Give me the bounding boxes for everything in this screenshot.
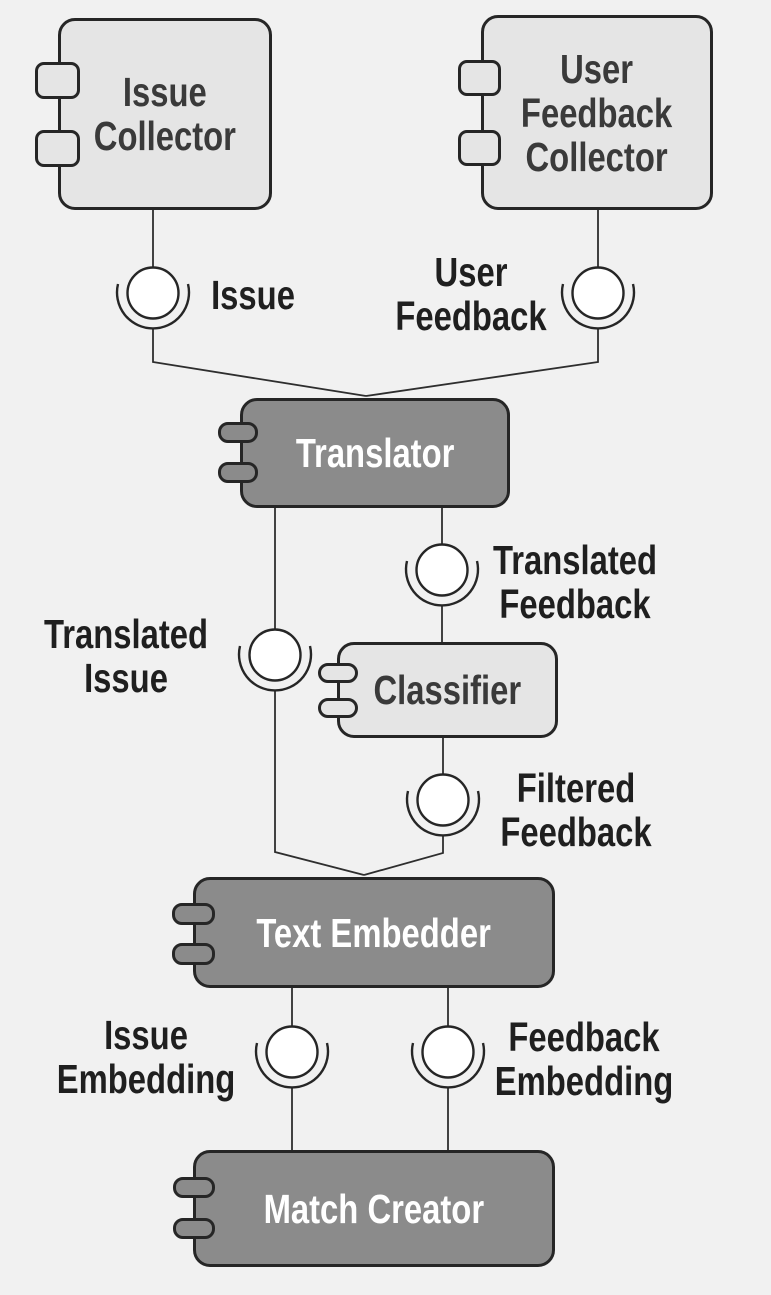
- wire-user-feedback-to-translator: [365, 329, 599, 397]
- match-creator-port-2: [173, 1218, 215, 1239]
- filtered-feedback-interface-socket-icon: [405, 790, 481, 837]
- issue-interface-ball-icon: [126, 266, 180, 320]
- component-issue-collector: Issue Collector: [58, 18, 272, 210]
- filtered-feedback-interface-ball-icon: [416, 773, 470, 827]
- classifier-port-2: [318, 698, 358, 718]
- feedback-embedding-interface-ball-icon: [421, 1025, 475, 1079]
- component-user-feedback-collector-label: User Feedback Collector: [521, 45, 673, 180]
- component-translator: Translator: [240, 398, 510, 508]
- issue-embedding-interface-socket-icon: [254, 1042, 330, 1089]
- text-embedder-port-1: [172, 903, 215, 925]
- user-feedback-interface-socket-icon: [560, 283, 636, 330]
- wire-issue-to-translator: [152, 329, 367, 397]
- component-match-creator: Match Creator: [193, 1150, 555, 1267]
- feedback-embedding-interface-socket-icon: [410, 1042, 486, 1089]
- interface-label-user-feedback: User Feedback: [395, 249, 547, 339]
- text-embedder-port-2: [172, 943, 215, 965]
- translator-port-1: [218, 422, 258, 443]
- interface-label-translated-feedback: Translated Feedback: [492, 537, 658, 627]
- interface-label-issue: Issue: [211, 272, 295, 318]
- translated-feedback-interface-ball-icon: [415, 543, 469, 597]
- translated-issue-interface-ball-icon: [248, 628, 302, 682]
- component-text-embedder-label: Text Embedder: [256, 909, 492, 956]
- user-feedback-interface-ball-icon: [571, 266, 625, 320]
- user-feedback-collector-port-2: [458, 130, 501, 166]
- interface-label-translated-issue: Translated Issue: [43, 611, 209, 701]
- component-classifier: Classifier: [337, 642, 558, 738]
- wire-translated-issue-to-text-embedder: [274, 691, 365, 876]
- issue-collector-port-2: [35, 130, 80, 167]
- component-classifier-label: Classifier: [373, 667, 522, 713]
- wire-filtered-feedback-to-text-embedder: [363, 836, 444, 876]
- classifier-port-1: [318, 663, 358, 683]
- translated-feedback-interface-socket-icon: [404, 560, 480, 607]
- user-feedback-collector-port-1: [458, 60, 501, 96]
- interface-label-issue-embedding: Issue Embedding: [56, 1012, 236, 1102]
- translated-issue-interface-socket-icon: [237, 645, 313, 692]
- issue-interface-socket-icon: [115, 283, 191, 330]
- translator-port-2: [218, 462, 258, 483]
- match-creator-port-1: [173, 1177, 215, 1198]
- component-issue-collector-label: Issue Collector: [93, 69, 237, 159]
- component-match-creator-label: Match Creator: [263, 1185, 485, 1232]
- interface-label-filtered-feedback: Filtered Feedback: [500, 765, 652, 855]
- component-translator-label: Translator: [295, 430, 455, 476]
- issue-collector-port-1: [35, 62, 80, 99]
- issue-embedding-interface-ball-icon: [265, 1025, 319, 1079]
- component-text-embedder: Text Embedder: [193, 877, 555, 988]
- component-user-feedback-collector: User Feedback Collector: [481, 15, 713, 210]
- interface-label-feedback-embedding: Feedback Embedding: [494, 1014, 674, 1104]
